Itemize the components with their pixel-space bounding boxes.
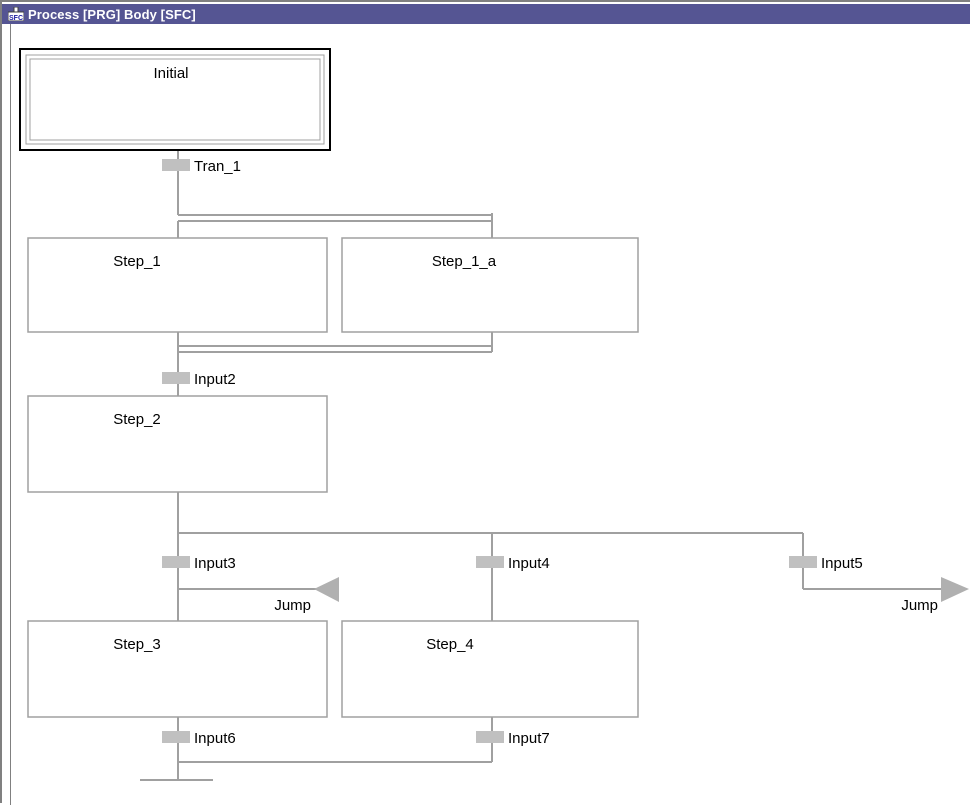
- transition-label: Tran_1: [194, 158, 241, 175]
- step-label: Initial: [153, 65, 188, 82]
- step-label: Step_4: [426, 636, 474, 653]
- sfc-transition-input6[interactable]: Input6: [162, 730, 236, 747]
- sfc-transition-input4[interactable]: Input4: [476, 555, 550, 572]
- svg-text:SFC: SFC: [9, 15, 23, 21]
- sfc-transition-input2[interactable]: Input2: [162, 371, 236, 388]
- sfc-jump-2[interactable]: Jump: [901, 577, 969, 614]
- sfc-step-initial[interactable]: Initial: [19, 48, 331, 151]
- transition-label: Input7: [508, 730, 550, 747]
- step-label: Step_1_a: [432, 253, 497, 270]
- transition-label: Input3: [194, 555, 236, 572]
- sfc-step-step-4[interactable]: Step_4: [341, 620, 639, 718]
- sfc-step-step-1[interactable]: Step_1: [27, 237, 328, 333]
- step-label: Step_2: [113, 411, 161, 428]
- jump-arrow-icon: [941, 577, 969, 602]
- sfc-step-step-2[interactable]: Step_2: [27, 395, 328, 493]
- sfc-canvas[interactable]: Initial Step_1 Step_1_a Step_2 Step_3 St: [10, 24, 970, 805]
- window-titlebar[interactable]: SFC Process [PRG] Body [SFC]: [2, 4, 970, 24]
- sfc-jump-1[interactable]: Jump: [274, 577, 339, 614]
- transition-label: Input4: [508, 555, 550, 572]
- transition-label: Input2: [194, 371, 236, 388]
- sfc-transition-tran-1[interactable]: Tran_1: [162, 158, 241, 175]
- jump-label: Jump: [901, 597, 938, 614]
- step-label: Step_1: [113, 253, 161, 270]
- transition-label: Input5: [821, 555, 863, 572]
- sfc-step-step-1-a[interactable]: Step_1_a: [341, 237, 639, 333]
- window-title: Process [PRG] Body [SFC]: [28, 6, 196, 22]
- sfc-transition-input7[interactable]: Input7: [476, 730, 550, 747]
- transition-label: Input6: [194, 730, 236, 747]
- jump-arrow-icon: [314, 577, 339, 602]
- sfc-transition-input3[interactable]: Input3: [162, 555, 236, 572]
- sfc-icon: SFC: [7, 6, 25, 22]
- step-label: Step_3: [113, 636, 161, 653]
- sfc-transition-input5[interactable]: Input5: [789, 555, 863, 572]
- sfc-step-step-3[interactable]: Step_3: [27, 620, 328, 718]
- jump-label: Jump: [274, 597, 311, 614]
